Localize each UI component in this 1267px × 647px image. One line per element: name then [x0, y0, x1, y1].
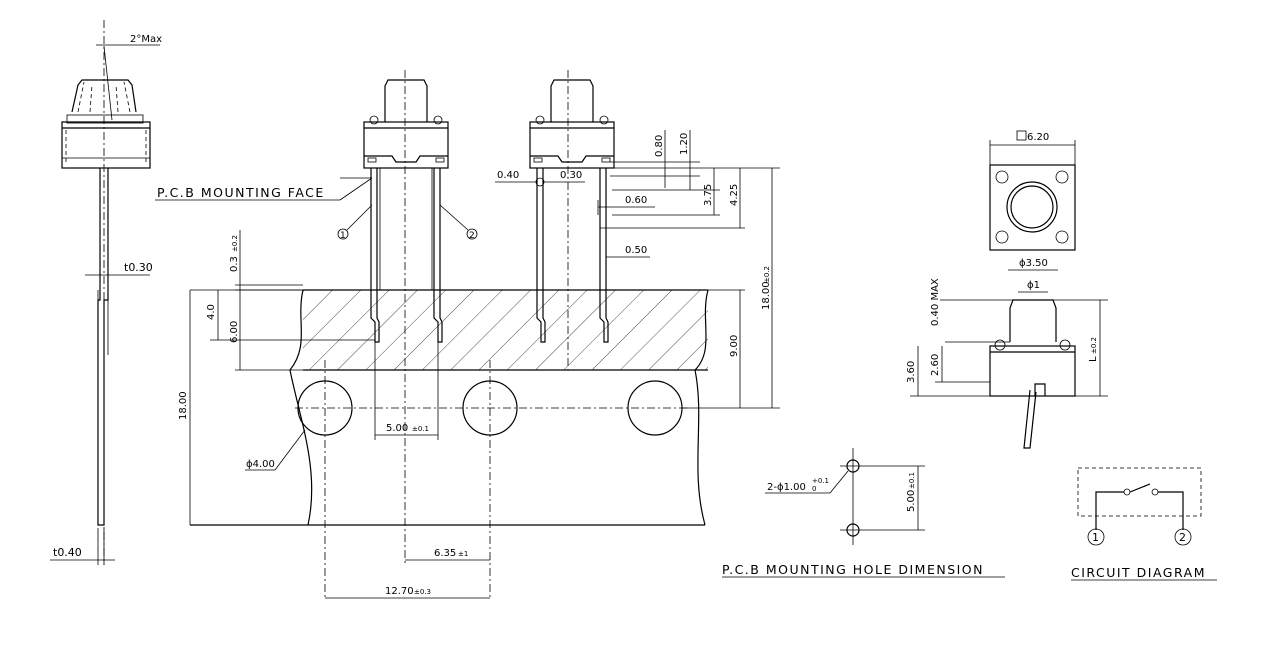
hole-tol-plus: +0.1 [812, 477, 829, 485]
circuit-pin1: 1 [1092, 531, 1099, 544]
pcb-hole-dimension: 5.00 ±0.1 2-ϕ1.00 +0.1 0 P.C.B MOUNTING … [722, 448, 1005, 578]
top-view: 6.20 [989, 130, 1076, 251]
hole-label: 2-ϕ1.00 [767, 482, 806, 493]
dim-260: 2.60 [930, 354, 941, 376]
top-size: 6.20 [1027, 132, 1049, 143]
dim-375: 3.75 [703, 184, 714, 206]
dim-03: 0.3 [229, 256, 240, 272]
dim-360: 3.60 [906, 361, 917, 383]
side-view-small: ϕ3.50 ϕ1 0.40 MAX 2.60 3.60 L ±0.2 [906, 258, 1108, 449]
dim-1800b: 18.00 [761, 281, 772, 310]
dim-40: 4.0 [206, 304, 217, 320]
pin1-label: 1 [340, 231, 346, 241]
hole-tol-zero: 0 [812, 485, 816, 493]
hole-pitch: 5.00 [906, 490, 917, 512]
dim-1800: 18.00 [178, 391, 189, 420]
dim-500: 5.00 [386, 423, 408, 434]
dim-900: 9.00 [729, 335, 740, 357]
dim-050: 0.50 [625, 245, 647, 256]
mount-face-label: P.C.B MOUNTING FACE [157, 185, 325, 200]
dim-080: 0.80 [654, 135, 665, 157]
tape-thickness: t0.40 [53, 546, 82, 559]
dim-03-tol: ±0.2 [231, 235, 239, 252]
switch-front-view-1 [363, 79, 449, 343]
dim-1800b-tol: ±0.2 [763, 266, 771, 283]
lead-detail-dimensions: 0.40 0.30 0.80 1.20 0.60 3.75 4.25 0.50 … [495, 130, 780, 409]
dim-500-tol: ±0.1 [412, 425, 429, 433]
dim-1270-tol: ±0.3 [414, 588, 431, 596]
carrier-tape [190, 70, 709, 600]
circuit-pin2: 2 [1179, 531, 1186, 544]
dim-600: 6.00 [229, 321, 240, 343]
dim-120: 1.20 [679, 133, 690, 155]
dim-1270: 12.70 [385, 586, 414, 597]
dim-060: 0.60 [625, 195, 647, 206]
dim-040max: 0.40 MAX [930, 278, 941, 326]
angle-label: 2°Max [130, 34, 162, 45]
dim-L-tol: ±0.2 [1090, 337, 1098, 354]
side-view: 2°Max t0.30 t0.40 [50, 20, 162, 565]
dim-425: 4.25 [729, 184, 740, 206]
front-view-dimensions: P.C.B MOUNTING FACE 1 2 0.3 ±0.2 4.0 6.0… [155, 177, 490, 599]
hole-pitch-tol: ±0.1 [908, 472, 916, 489]
dim-350: ϕ3.50 [1019, 258, 1048, 269]
lead-thickness: t0.30 [124, 261, 153, 274]
dim-L: L [1088, 356, 1099, 362]
dim-635-tol: ±1 [458, 550, 468, 558]
circuit-diagram: 1 2 CIRCUIT DIAGRAM [1071, 467, 1217, 581]
dim-635: 6.35 [434, 548, 456, 559]
pin2-label: 2 [469, 231, 475, 241]
hole-title: P.C.B MOUNTING HOLE DIMENSION [722, 562, 984, 577]
dim-040: 0.40 [497, 170, 519, 181]
switch-front-view-2 [529, 79, 615, 343]
circuit-title: CIRCUIT DIAGRAM [1071, 565, 1206, 580]
dim-hole: ϕ4.00 [246, 459, 275, 470]
dim-phi1: ϕ1 [1027, 280, 1040, 291]
dim-030: 0.30 [560, 170, 582, 181]
